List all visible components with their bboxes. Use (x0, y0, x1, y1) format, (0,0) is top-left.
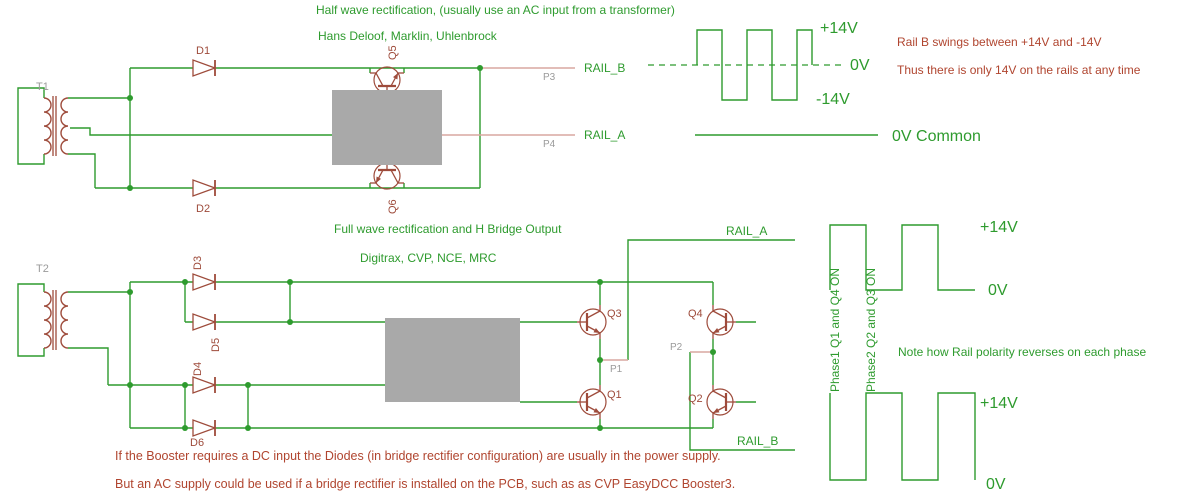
transistor-q1-symbol (575, 383, 608, 421)
full-wave-waveforms: +14V 0V +14V 0V Phase1 Q1 and Q4 ON Phas… (828, 219, 1146, 493)
transistor-q2-symbol (705, 383, 738, 421)
rail-b-bottom-label: RAIL_B (737, 434, 778, 448)
rail-a-route (627, 239, 795, 360)
wave-top-high-label: +14V (980, 219, 1018, 236)
wave-top-low-label: 0V (988, 282, 1008, 299)
transformer-t1-label: T1 (36, 81, 49, 93)
polarity-note: Note how Rail polarity reverses on each … (898, 345, 1146, 359)
transistor-q4-label: Q4 (688, 308, 703, 320)
transistor-q3-symbol (575, 303, 608, 341)
rail-a-phase-wave (829, 224, 975, 291)
pin-p3-label: P3 (543, 72, 556, 83)
wave-bottom-high-label: +14V (980, 395, 1018, 412)
wave-mid-label: 0V (850, 57, 870, 74)
half-wave-subtitle: Hans Deloof, Marklin, Uhlenbrock (318, 29, 498, 43)
diode-d6-label: D6 (190, 437, 204, 449)
rail-b-route (689, 352, 795, 451)
booster-block-top (332, 90, 442, 165)
pin-p2-label: P2 (670, 342, 683, 353)
rail-b-square-wave (696, 29, 813, 101)
full-wave-subtitle: Digitrax, CVP, NCE, MRC (360, 251, 497, 265)
transistor-q2-label: Q2 (688, 393, 703, 405)
phase1-label: Phase1 Q1 and Q4 ON (828, 268, 842, 392)
diode-d2-symbol (192, 179, 216, 197)
full-wave-title: Full wave rectification and H Bridge Out… (334, 222, 562, 236)
rail-a-label: RAIL_A (584, 128, 625, 142)
transformer-t2-label: T2 (36, 263, 49, 275)
wave-low-label: -14V (816, 91, 850, 108)
rail-b-label: RAIL_B (584, 61, 625, 75)
footer-notes: If the Booster requires a DC input the D… (115, 449, 735, 491)
diode-d1-symbol (192, 59, 216, 77)
wave-high-label: +14V (820, 20, 858, 37)
diode-d4-label: D4 (192, 362, 204, 376)
transistor-q5-label: Q5 (387, 45, 399, 60)
transistor-q6-label: Q6 (387, 199, 399, 214)
rail-b-note-2: Thus there is only 14V on the rails at a… (897, 63, 1141, 77)
diode-d4-symbol (192, 376, 216, 394)
half-wave-wires (17, 67, 575, 189)
half-wave-junction-dots (127, 65, 483, 191)
diode-d5-label: D5 (210, 338, 222, 352)
rail-b-phase-wave (829, 392, 976, 481)
half-wave-circuit: Half wave rectification, (usually use an… (17, 3, 675, 215)
half-wave-waveform: +14V 0V -14V Rail B swings between +14V … (648, 20, 1141, 145)
full-wave-junction-dots (127, 279, 716, 431)
zero-volt-common-label: 0V Common (892, 128, 981, 145)
full-wave-circuit: Full wave rectification and H Bridge Out… (17, 222, 795, 451)
transformer-t2 (43, 290, 69, 350)
diode-d1-label: D1 (196, 45, 210, 57)
pin-p1-label: P1 (610, 364, 623, 375)
diode-d6-symbol (192, 419, 216, 437)
wave-bottom-low-label: 0V (986, 476, 1006, 493)
diode-d3-label: D3 (192, 256, 204, 270)
rail-a-bottom-label: RAIL_A (726, 224, 767, 238)
rail-b-note-1: Rail B swings between +14V and -14V (897, 35, 1101, 49)
footer-note-1: If the Booster requires a DC input the D… (115, 449, 721, 463)
transistor-q3-label: Q3 (607, 308, 622, 320)
pin-p4-label: P4 (543, 139, 556, 150)
full-wave-wires (17, 239, 795, 451)
footer-note-2: But an AC supply could be used if a brid… (115, 477, 735, 491)
diode-d5-symbol (192, 313, 216, 331)
transistor-q1-label: Q1 (607, 389, 622, 401)
transistor-q4-symbol (705, 303, 738, 341)
booster-block-bottom (385, 318, 520, 402)
diode-d2-label: D2 (196, 203, 210, 215)
diode-d3-symbol (192, 273, 216, 291)
transformer-t1 (43, 96, 69, 156)
phase2-label: Phase2 Q2 and Q3 ON (864, 268, 878, 392)
half-wave-title: Half wave rectification, (usually use an… (316, 3, 675, 17)
